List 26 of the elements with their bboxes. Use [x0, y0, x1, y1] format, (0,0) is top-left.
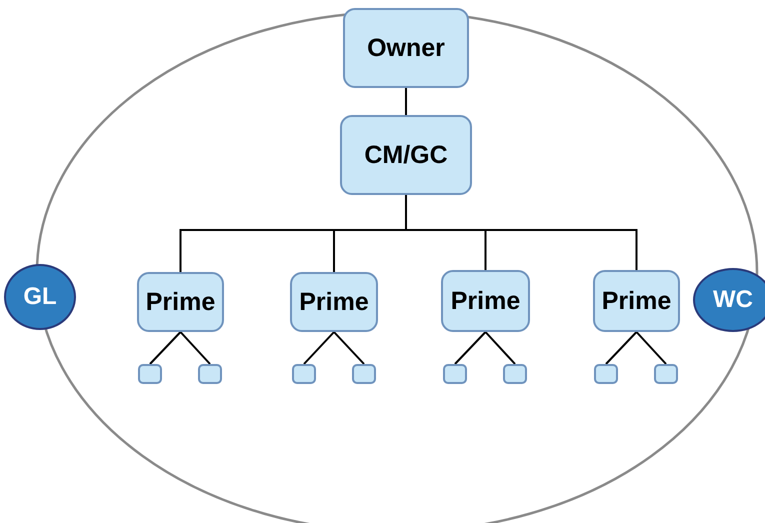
small-box: [198, 364, 222, 384]
org-box: Owner: [343, 8, 469, 88]
org-box: Prime: [441, 270, 530, 332]
connector-line: [149, 331, 182, 365]
org-box: Prime: [290, 272, 378, 332]
small-box: [594, 364, 618, 384]
connector-line: [454, 331, 486, 365]
small-box: [503, 364, 527, 384]
org-box: CM/GC: [340, 115, 472, 195]
connector-line: [405, 88, 407, 115]
connector-line: [405, 195, 638, 270]
connector-line: [333, 331, 365, 365]
small-box: [138, 364, 162, 384]
small-box: [292, 364, 316, 384]
connector-line: [303, 331, 335, 365]
small-box: [352, 364, 376, 384]
small-box: [443, 364, 467, 384]
connector-line: [605, 331, 638, 365]
org-box: Prime: [137, 272, 224, 332]
circle-node: WC: [693, 268, 765, 332]
connector-line: [636, 331, 667, 365]
org-box: Prime: [593, 270, 680, 332]
small-box: [654, 364, 678, 384]
circle-node: GL: [4, 264, 76, 330]
connector-line: [180, 331, 211, 365]
connector-line: [484, 331, 516, 365]
